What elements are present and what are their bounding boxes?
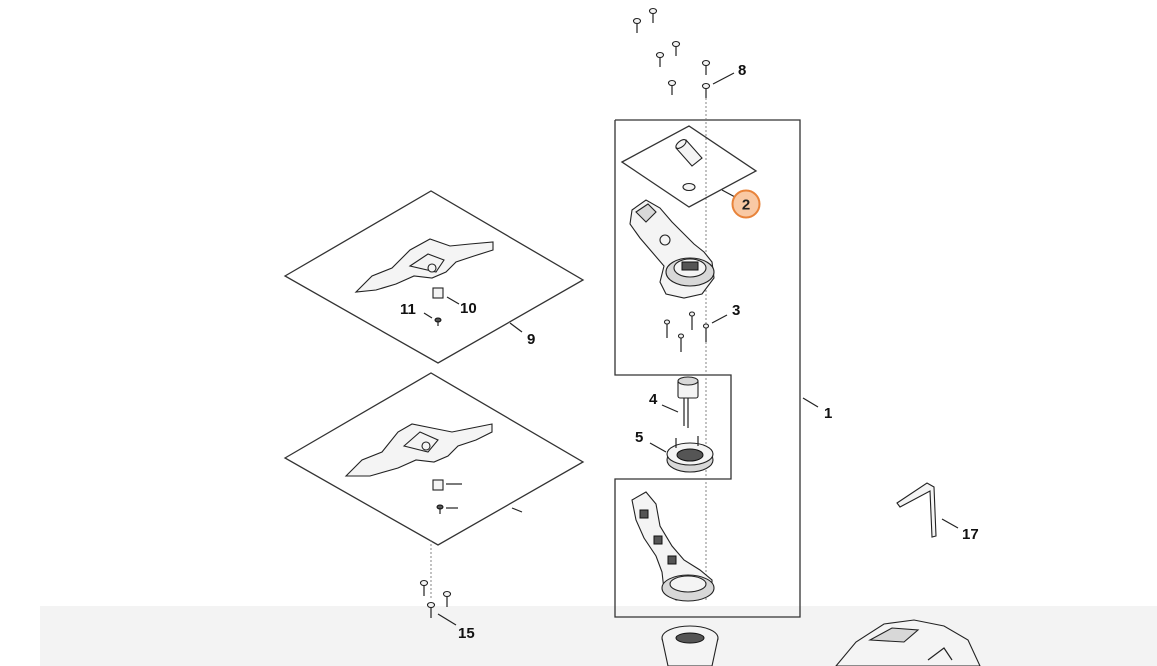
leader-17 (941, 518, 959, 529)
leader-4 (661, 404, 679, 413)
kit-outline-1 (614, 119, 801, 618)
leader-3 (711, 314, 728, 324)
callout-2[interactable]: 2 (742, 197, 750, 214)
leader-8 (712, 72, 735, 85)
callout-3[interactable]: 3 (732, 302, 740, 319)
callout-17[interactable]: 17 (962, 526, 979, 543)
hex-key-17 (896, 482, 937, 538)
part-10-block (432, 287, 444, 299)
leader-15 (437, 613, 457, 626)
screw-11 (434, 317, 442, 326)
lower-housing (631, 491, 715, 602)
screws-15 (419, 579, 452, 618)
kit-outline-9 (283, 190, 585, 364)
part-lower-block (432, 479, 444, 491)
leader-9 (509, 322, 523, 333)
screws-3 (663, 311, 710, 352)
kit-outline-lower (283, 372, 585, 546)
screws-8 (632, 7, 711, 98)
callout-5[interactable]: 5 (635, 429, 643, 446)
leader-11 (423, 312, 433, 319)
part-5-gear (666, 436, 714, 473)
callout-9[interactable]: 9 (527, 331, 535, 348)
part-2-ring (682, 182, 696, 192)
throttle-trigger-lower (344, 423, 493, 477)
callout-10[interactable]: 10 (460, 300, 477, 317)
throttle-trigger-upper (354, 238, 494, 293)
leader-10 (446, 296, 460, 305)
leader-5 (649, 442, 667, 453)
handle-partial (835, 619, 981, 666)
part-2-sleeve (675, 139, 703, 167)
leader-2 (721, 189, 736, 198)
callout-4[interactable]: 4 (649, 391, 658, 408)
upper-housing (629, 199, 715, 299)
callout-8[interactable]: 8 (738, 62, 746, 79)
background-band (40, 606, 1157, 666)
bottom-gear-partial (661, 625, 719, 666)
callout-15[interactable]: 15 (458, 625, 475, 642)
leader-1 (802, 397, 819, 408)
callout-11[interactable]: 11 (400, 301, 416, 318)
screw-lower (436, 504, 444, 514)
part-4-spindle (677, 376, 699, 428)
leader-lower-kit (511, 507, 523, 513)
callout-1[interactable]: 1 (824, 405, 832, 422)
callout-2-highlight[interactable] (731, 189, 761, 219)
kit-outline-2 (620, 125, 758, 208)
